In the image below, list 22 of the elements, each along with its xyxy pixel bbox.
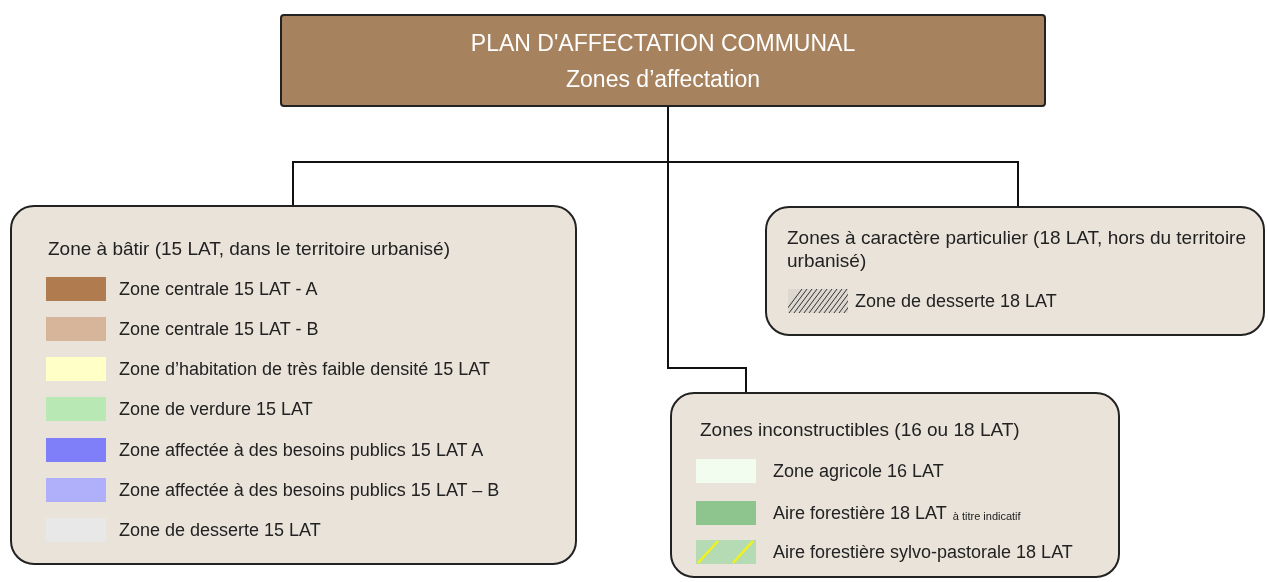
group-heading: Zones inconstructibles (16 ou 18 LAT) [700,418,1020,441]
group-box [765,206,1265,336]
legend-text: Zone centrale 15 LAT - A [119,278,318,300]
legend-text: Zone de desserte 15 LAT [119,519,321,541]
group-box [10,205,577,565]
legend-text: Zone affectée à des besoins publics 15 LAT A [119,439,484,461]
connector-line [667,106,747,393]
legend-text: Aire forestière sylvo-pastorale 18 LAT [773,541,1073,563]
subtitle-text: Zones d’affectation [566,65,760,92]
group-heading: Zones à caractère particulier (18 LAT, hors du territoire urbanisé) [787,226,1247,272]
legend-text: Zone centrale 15 LAT - B [119,318,319,340]
group-box [670,392,1120,578]
legend-text: Zone agricole 16 LAT [773,460,944,482]
note-text: à titre indicatif [952,509,1021,523]
legend-text: Zone de desserte 18 LAT [855,290,1057,312]
title-box [280,14,1046,107]
legend-text: Zone de verdure 15 LAT [119,398,313,420]
legend-text: Zone affectée à des besoins publics 15 LAT – B [119,479,500,501]
legend-text: Aire forestière 18 LAT [773,502,947,524]
legend-text: Zone d’habitation de très faible densité 15 LAT [119,358,490,380]
title-text: PLAN D'AFFECTATION COMMUNAL [470,29,856,56]
group-heading: Zone à bâtir (15 LAT, dans le territoire urbanisé) [48,237,450,260]
